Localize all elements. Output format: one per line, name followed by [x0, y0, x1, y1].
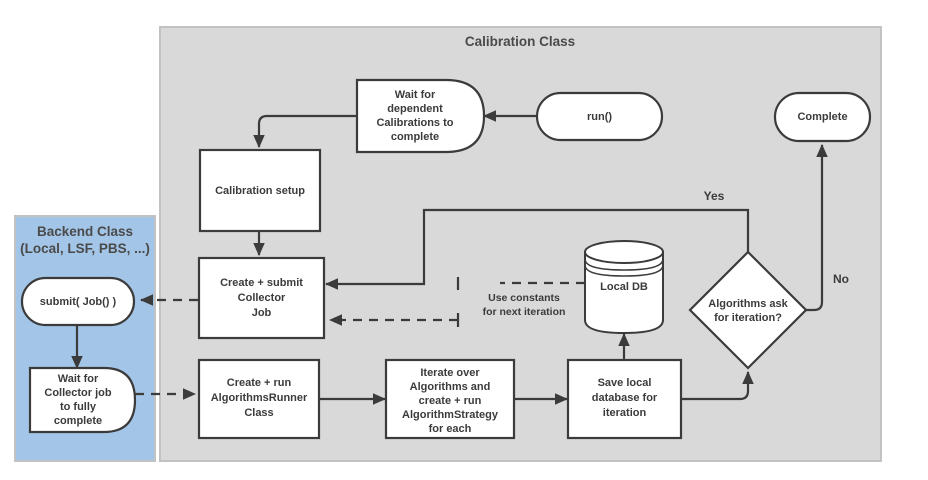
node-iterate-line4: AlgorithmStrategy: [402, 409, 499, 421]
edge-label-yes: Yes: [704, 189, 725, 203]
node-collector-job-line3: Job: [252, 307, 272, 319]
connectors: [71, 110, 828, 405]
node-wait-collector[interactable]: Wait for Collector job to fully complete: [28, 366, 137, 434]
node-collector-job[interactable]: Create + submit Collector Job: [197, 256, 326, 340]
node-local-db-label: Local DB: [600, 281, 648, 293]
node-complete[interactable]: Complete: [773, 91, 872, 143]
node-save-local-db[interactable]: Save local database for iteration: [566, 358, 683, 440]
node-collector-job-line2: Collector: [238, 292, 286, 304]
node-algorithms-runner[interactable]: Create + run AlgorithmsRunner Class: [197, 358, 321, 440]
panel-calibration-title: Calibration Class: [465, 34, 575, 49]
node-local-db[interactable]: Local DB: [584, 240, 664, 335]
node-iterate-algorithms[interactable]: Iterate over Algorithms and create + run…: [384, 358, 516, 440]
panel-backend-title-line2: (Local, LSF, PBS, ...): [20, 241, 150, 256]
node-collector-job-line1: Create + submit: [220, 277, 303, 289]
node-save-line2: database for: [592, 392, 658, 404]
node-decision-iteration[interactable]: Algorithms ask for iteration?: [688, 250, 808, 370]
node-run-label: run(): [587, 111, 612, 123]
dashed-connectors: [135, 281, 585, 400]
node-wait-dependent-line2: dependent: [387, 103, 443, 115]
node-wait-dependent-line1: Wait for: [395, 89, 436, 101]
node-decision-line1: Algorithms ask: [708, 298, 788, 310]
node-algorithms-runner-line3: Class: [244, 407, 273, 419]
edge-label-use-constants-line1: Use constants: [488, 292, 560, 304]
edge-yes-loop-to-collector: [324, 208, 750, 290]
node-calibration-setup-label: Calibration setup: [215, 185, 305, 197]
node-complete-label: Complete: [797, 111, 847, 123]
node-algorithms-runner-line1: Create + run: [227, 377, 292, 389]
node-decision-line2: for iteration?: [714, 312, 782, 324]
node-save-line1: Save local: [598, 377, 652, 389]
edge-wait-to-setup: [253, 114, 357, 149]
node-wait-dependent[interactable]: Wait for dependent Calibrations to compl…: [355, 78, 486, 154]
node-wait-collector-line3: to fully: [60, 401, 97, 413]
node-submit-job[interactable]: submit( Job() ): [20, 276, 136, 327]
edge-label-no: No: [833, 272, 849, 286]
node-iterate-line2: Algorithms and: [410, 381, 491, 393]
node-iterate-line3: create + run: [419, 395, 482, 407]
node-iterate-line5: for each: [429, 423, 472, 435]
node-iterate-line1: Iterate over: [420, 367, 480, 379]
node-wait-collector-line1: Wait for: [58, 373, 99, 385]
node-save-line3: iteration: [603, 407, 647, 419]
node-run[interactable]: run(): [535, 91, 664, 142]
edge-label-use-constants-line2: for next iteration: [483, 306, 566, 318]
node-calibration-setup[interactable]: Calibration setup: [198, 148, 322, 233]
edge-save-to-decision: [682, 370, 754, 401]
node-wait-collector-line2: Collector job: [44, 387, 112, 399]
panel-backend-title-line1: Backend Class: [37, 224, 133, 239]
node-wait-collector-line4: complete: [54, 415, 102, 427]
node-wait-dependent-line3: Calibrations to: [376, 117, 453, 129]
node-algorithms-runner-line2: AlgorithmsRunner: [211, 392, 308, 404]
edge-no-to-complete: [800, 143, 828, 312]
node-wait-dependent-line4: complete: [391, 131, 439, 143]
node-submit-job-label: submit( Job() ): [40, 296, 117, 308]
